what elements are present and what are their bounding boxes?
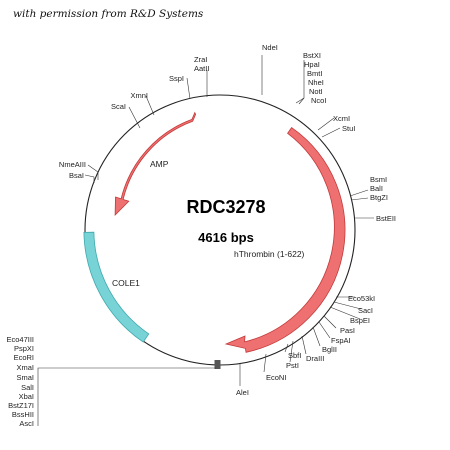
leader-pasi: [323, 315, 337, 329]
site-sbfi: SbfI: [288, 351, 301, 360]
plasmid-name: RDC3278: [186, 197, 265, 217]
site-eco53ki: Eco53kI: [348, 294, 375, 303]
site-eco47iii: Eco47III: [6, 335, 34, 344]
leader-bsai: [84, 174, 95, 183]
site-ncoi: NcoI: [311, 96, 326, 105]
site-ecori: EcoRI: [14, 353, 34, 362]
site-scai: ScaI: [111, 102, 126, 111]
site-draiii: DraIII: [306, 354, 324, 363]
site-pspxi: PspXI: [14, 344, 34, 353]
leader-xmni: [145, 95, 155, 116]
site-bali: BalI: [370, 184, 383, 193]
leader-right-cluster: [349, 189, 369, 197]
site-asci: AscI: [19, 419, 34, 428]
leader-right-cluster-2: [350, 197, 369, 201]
feature-label-hthrombin: hThrombin (1-622): [234, 249, 305, 259]
leader-top-cluster-tick: [298, 97, 305, 105]
site-econi: EcoNI: [266, 373, 286, 382]
site-bsai: BsaI: [69, 171, 84, 180]
leader-bottom-left: [37, 367, 216, 426]
site-xmai: XmaI: [16, 363, 34, 372]
site-ndei: NdeI: [262, 43, 278, 52]
backbone-marker: [214, 360, 221, 369]
site-xcmi-right: XcmI: [333, 114, 350, 123]
leader-sspi: [186, 77, 191, 100]
site-bglii: BglII: [322, 345, 337, 354]
site-bsshii: BssHII: [12, 410, 34, 419]
site-psti: PstI: [286, 361, 299, 370]
site-nhei: NheI: [308, 78, 324, 87]
site-pasi: PasI: [340, 326, 355, 335]
hthrombin-arrow: [224, 127, 346, 353]
site-aatii: AatII: [194, 64, 209, 73]
leader-draiii: [301, 335, 307, 355]
feature-label-cole1: COLE1: [112, 278, 140, 288]
site-smai: SmaI: [16, 373, 34, 382]
leader-stui: [321, 127, 341, 138]
credit-text: with permission from R&D Systems: [13, 8, 204, 20]
leader-scai: [128, 106, 141, 129]
site-fspai: FspAI: [331, 336, 351, 345]
leader-bspei: [329, 306, 361, 320]
site-bstz17i: BstZ17I: [8, 401, 34, 410]
leader-econi: [263, 353, 267, 373]
site-bsteii: BstEII: [376, 214, 396, 223]
site-noti: NotI: [309, 87, 323, 96]
site-saci: SacI: [358, 306, 373, 315]
leader-top-cluster: [295, 60, 305, 104]
leader-nmeaiii: [87, 164, 99, 180]
site-sspi: SspI: [169, 74, 184, 83]
leader-fspai: [318, 321, 331, 339]
site-zrai: ZraI: [194, 55, 207, 64]
feature-label-amp: AMP: [150, 159, 169, 169]
site-alei: AleI: [236, 388, 249, 397]
site-xbai: XbaI: [19, 392, 34, 401]
site-bmti: BmtI: [307, 69, 322, 78]
site-btgzi: BtgZI: [370, 193, 388, 202]
site-bspei: BspEI: [350, 316, 370, 325]
site-bsmi: BsmI: [370, 175, 387, 184]
site-xmni: XmnI: [130, 91, 148, 100]
leader-psti: [289, 340, 294, 363]
cole1-block: [83, 231, 150, 343]
site-hpai: HpaI: [304, 60, 320, 69]
leader-xcmi-right: [317, 117, 335, 131]
leader-sbfi: [284, 343, 289, 353]
plasmid-size: 4616 bps: [198, 230, 254, 245]
leader-bglii: [312, 326, 321, 347]
site-bstxi: BstXI: [303, 51, 321, 60]
leader-saci: [333, 301, 362, 310]
site-nmeaiii: NmeAIII: [59, 160, 86, 169]
site-sali: SalI: [21, 383, 34, 392]
amp-arrow: [114, 111, 197, 216]
site-stui: StuI: [342, 124, 355, 133]
